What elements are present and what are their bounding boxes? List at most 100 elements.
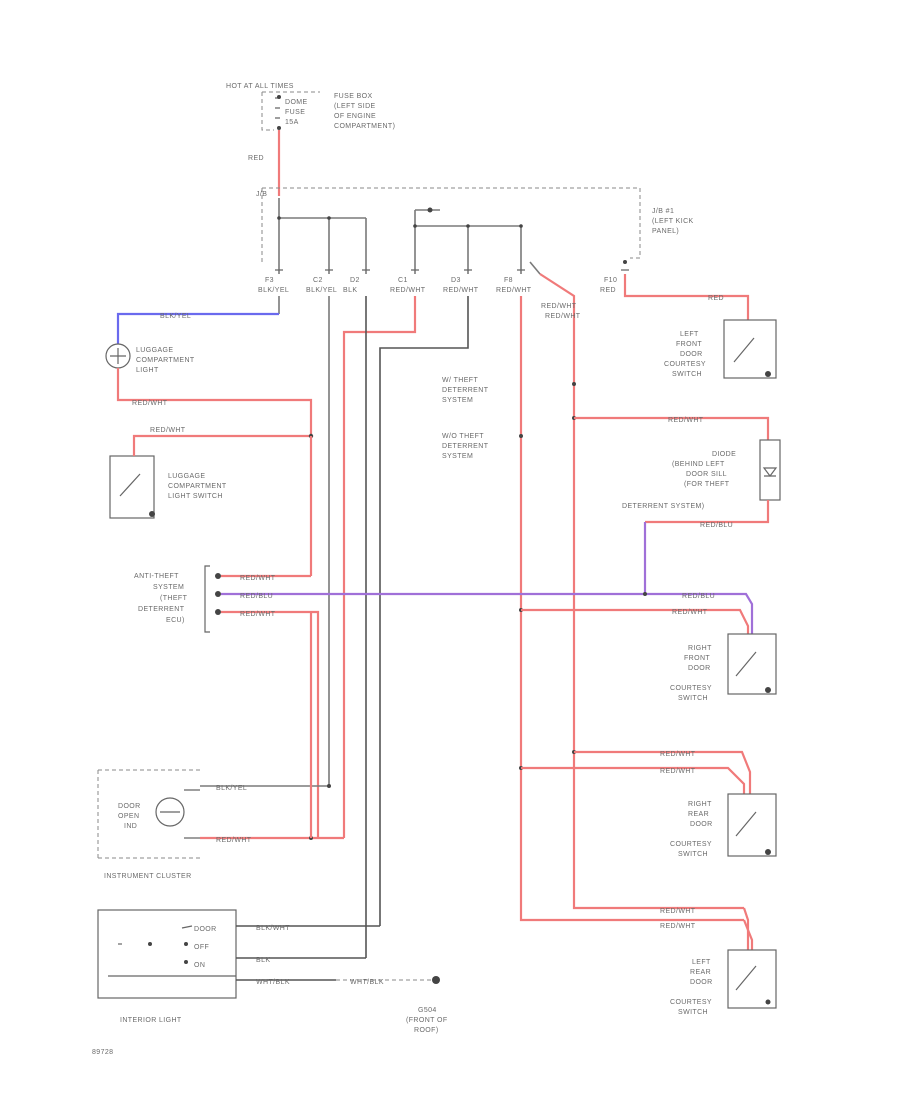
fuse-location-2: (LEFT SIDE	[334, 103, 376, 110]
rf-switch-label-2: FRONT	[684, 655, 710, 662]
wire-label-theft-3: RED/WHT	[240, 611, 276, 618]
wire-label-right-branch-2: RED/WHT	[545, 313, 581, 320]
note-with-theft-2: DETERRENT	[442, 387, 489, 394]
wire-luggage-blue	[116, 312, 279, 344]
anti-theft-label-5: ECU)	[166, 617, 185, 624]
wire-f8-down	[519, 296, 744, 922]
fuse-location-3: OF ENGINE	[334, 113, 376, 120]
rr-switch-label-3: DOOR	[690, 821, 713, 828]
wire-label-luggage-switch: RED/WHT	[150, 427, 186, 434]
wire-label-rf-a: RED/BLU	[682, 593, 715, 600]
rr-switch-label-1: RIGHT	[688, 801, 712, 808]
left-rear-door-courtesy-switch: LEFT REAR DOOR COURTESY SWITCH	[670, 949, 777, 1016]
interior-light-label: INTERIOR LIGHT	[120, 1017, 182, 1024]
wire-label-to-diode: RED/WHT	[668, 417, 704, 424]
anti-theft-label-4: DETERRENT	[138, 606, 185, 613]
pin-color-c2: BLK/YEL	[306, 287, 337, 294]
rf-switch-label-1: RIGHT	[688, 645, 712, 652]
wire-c1-down	[342, 296, 417, 838]
luggage-light-label-1: LUGGAGE	[136, 347, 173, 354]
luggage-switch-label-3: LIGHT SWITCH	[168, 493, 223, 500]
junction-block: J/B J/B #1 (LEFT KICK PANEL)	[256, 187, 694, 275]
diode-label-5: DETERRENT SYSTEM)	[622, 503, 705, 510]
note-with-theft-3: SYSTEM	[442, 397, 473, 404]
wire-label-ground: WHT/BLK	[350, 979, 384, 986]
lr-switch-label-1: LEFT	[692, 959, 711, 966]
wire-theft-2	[221, 592, 754, 634]
door-open-ind-label-2: OPEN	[118, 813, 139, 820]
door-open-ind-label-3: IND	[124, 823, 137, 830]
anti-theft-label-3: (THEFT	[160, 595, 188, 602]
note-without-theft-2: DETERRENT	[442, 443, 489, 450]
wire-label-interior-3: WHT/BLK	[256, 979, 290, 986]
diode-label-2: (BEHIND LEFT	[672, 461, 725, 468]
lr-switch-label-2: REAR	[690, 969, 711, 976]
pin-id-d2: D2	[350, 277, 360, 284]
luggage-switch-label-2: COMPARTMENT	[168, 483, 227, 490]
jb-connector-label: J/B	[256, 191, 267, 198]
rr-switch-label-2: REAR	[688, 811, 709, 818]
rr-switch-label-4: COURTESY	[670, 841, 712, 848]
lr-switch-label-3: DOOR	[690, 979, 713, 986]
wire-luggage-switch	[132, 434, 311, 456]
note-without-theft-1: W/O THEFT	[442, 433, 484, 440]
right-front-door-courtesy-switch: RIGHT FRONT DOOR COURTESY SWITCH	[670, 633, 777, 702]
anti-theft-label-2: SYSTEM	[153, 584, 184, 591]
pin-color-f10: RED	[600, 287, 616, 294]
wire-red-left-front	[623, 274, 750, 320]
wire-label-interior-2: BLK	[256, 957, 270, 964]
wire-label-red-left-front: RED	[708, 295, 724, 302]
luggage-compartment-light: LUGGAGE COMPARTMENT LIGHT	[105, 343, 195, 374]
jb-location-2: (LEFT KICK	[652, 218, 694, 225]
wire-lr-b	[742, 919, 754, 950]
lf-switch-label-2: FRONT	[676, 341, 702, 348]
jb-location-3: PANEL)	[652, 228, 679, 235]
wire-label-luggage-out: RED/WHT	[132, 400, 168, 407]
wire-label-cluster-1: BLK/YEL	[216, 785, 247, 792]
fuse-line-2: FUSE	[285, 109, 305, 116]
ground-label-1: G504	[418, 1007, 437, 1014]
ground-label-2: (FRONT OF	[406, 1017, 448, 1024]
wire-label-rr-b: RED/WHT	[660, 768, 696, 775]
luggage-light-label-2: COMPARTMENT	[136, 357, 195, 364]
wire-label-lr-b: RED/WHT	[660, 923, 696, 930]
wire-rf-b	[521, 608, 750, 634]
lf-switch-label-1: LEFT	[680, 331, 699, 338]
interior-pos-off: OFF	[194, 944, 209, 951]
theft-notes: W/ THEFT DETERRENT SYSTEM W/O THEFT DETE…	[442, 377, 489, 460]
lf-switch-label-4: COURTESY	[664, 361, 706, 368]
pin-id-f8: F8	[504, 277, 513, 284]
pin-labels: F3 BLK/YEL C2 BLK/YEL D2 BLK C1 RED/WHT …	[258, 277, 617, 294]
instrument-cluster-label: INSTRUMENT CLUSTER	[104, 873, 192, 880]
luggage-switch-label-1: LUGGAGE	[168, 473, 205, 480]
wire-label-rf-b: RED/WHT	[672, 609, 708, 616]
wire-label-theft-1: RED/WHT	[240, 575, 276, 582]
wire-label-lr-a: RED/WHT	[660, 908, 696, 915]
pin-id-f3: F3	[265, 277, 274, 284]
wire-lr-a	[742, 907, 750, 950]
pin-id-d3: D3	[451, 277, 461, 284]
diode-label-3: DOOR SILL	[686, 471, 727, 478]
luggage-light-label-3: LIGHT	[136, 367, 159, 374]
jb-location-1: J/B #1	[652, 208, 674, 215]
pin-color-d2: BLK	[343, 287, 357, 294]
wire-d3-down	[379, 296, 469, 926]
wire-label-right-branch-1: RED/WHT	[541, 303, 577, 310]
note-with-theft-1: W/ THEFT	[442, 377, 478, 384]
rf-switch-label-3: DOOR	[688, 665, 711, 672]
fuse-line-3: 15A	[285, 119, 299, 126]
rf-switch-label-5: SWITCH	[678, 695, 708, 702]
fuse-location-4: COMPARTMENT)	[334, 123, 395, 130]
pin-color-c1: RED/WHT	[390, 287, 426, 294]
wire-luggage-out	[116, 368, 313, 436]
wire-label-cluster-2: RED/WHT	[216, 837, 252, 844]
wire-label-rr-a: RED/WHT	[660, 751, 696, 758]
pin-color-f8: RED/WHT	[496, 287, 532, 294]
pin-color-f3: BLK/YEL	[258, 287, 289, 294]
wire-label-luggage-blue: BLK/YEL	[160, 313, 191, 320]
pin-id-c1: C1	[398, 277, 408, 284]
pin-id-f10: F10	[604, 277, 617, 284]
fuse-location-1: FUSE BOX	[334, 93, 373, 100]
fuse-hot-label: HOT AT ALL TIMES	[226, 83, 294, 90]
